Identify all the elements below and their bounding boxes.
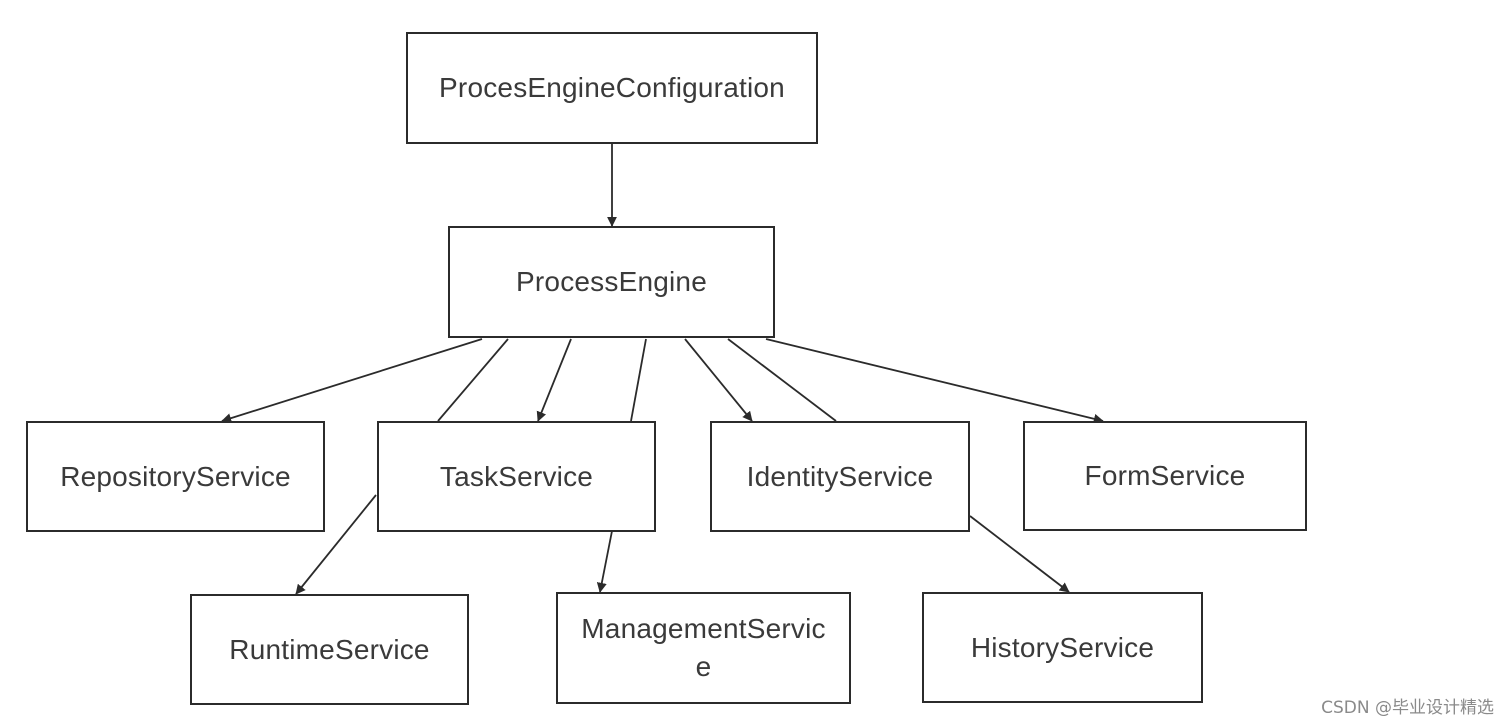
edge-engine-to-history [727, 338, 837, 422]
node-process-engine-configuration: ProcesEngineConfiguration [406, 32, 818, 144]
node-label: ProcessEngine [516, 266, 707, 298]
edge-engine-to-runtime [437, 338, 509, 422]
node-label-wrapper: ManagementServic e [581, 610, 825, 686]
edge-engine-to-repository [221, 338, 483, 424]
edge-engine-to-identity [684, 338, 753, 422]
edge-engine-to-history-lower [969, 515, 1070, 593]
node-label: HistoryService [970, 631, 1155, 663]
node-form-service: FormService [1023, 421, 1307, 531]
node-label: RuntimeService [229, 633, 430, 665]
node-label: ProcesEngineConfiguration [439, 72, 785, 104]
edge-engine-to-management [630, 338, 647, 422]
node-label: RepositoryService [60, 460, 291, 492]
node-task-service: TaskService [377, 421, 656, 532]
watermark: CSDN @毕业设计精选 [1321, 698, 1494, 718]
node-process-engine: ProcessEngine [448, 226, 775, 338]
edge-engine-to-management-lower [596, 530, 613, 593]
node-history-service: HistoryService [922, 592, 1203, 703]
node-identity-service: IdentityService [710, 421, 970, 532]
node-label-line2: e [695, 651, 712, 682]
node-runtime-service: RuntimeService [190, 594, 469, 705]
node-repository-service: RepositoryService [26, 421, 325, 532]
node-management-service: ManagementServic e [556, 592, 851, 704]
edge-engine-to-task [536, 338, 572, 422]
node-label-line1: ManagementServic [581, 613, 826, 645]
node-label: IdentityService [746, 460, 934, 492]
edge-engine-to-form [765, 338, 1104, 424]
edge-engine-to-runtime-lower [295, 494, 377, 595]
node-label: TaskService [439, 460, 594, 492]
node-label: FormService [1084, 460, 1246, 492]
